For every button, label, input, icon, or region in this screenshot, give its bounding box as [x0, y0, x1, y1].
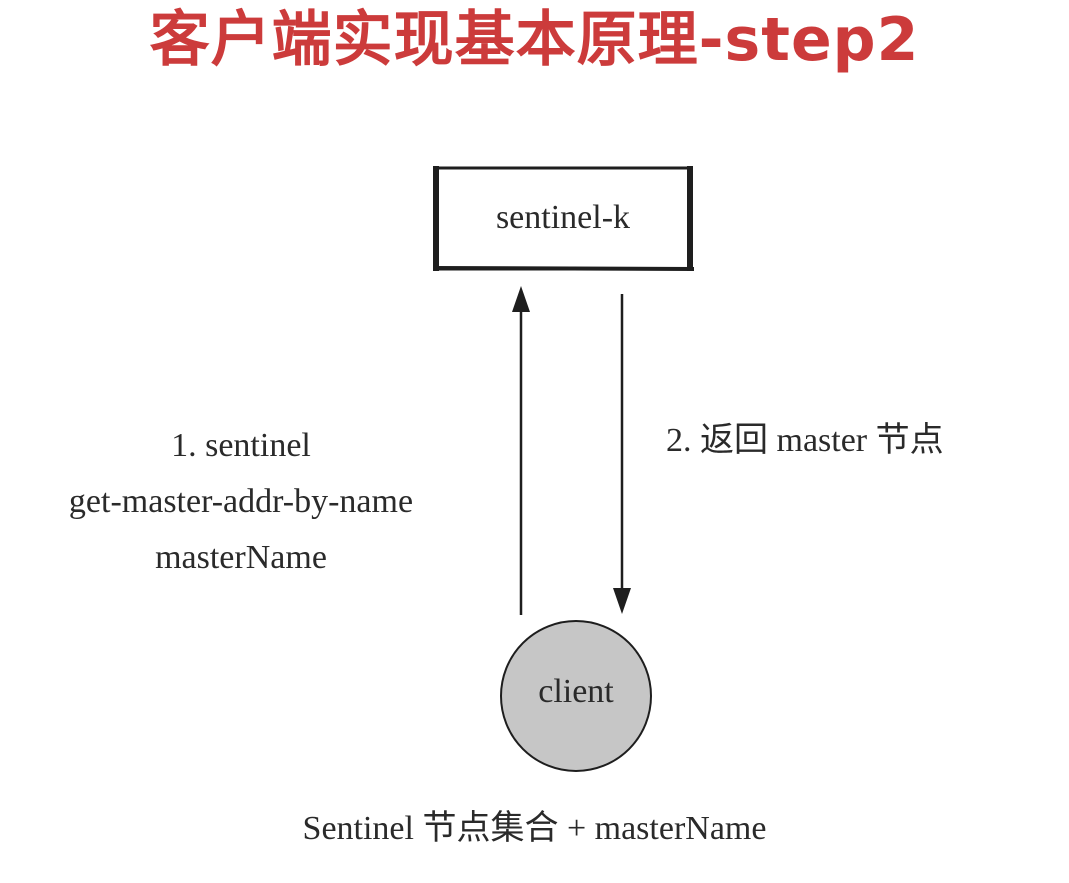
request-label-line-1: 1. sentinel [171, 427, 311, 464]
response-label: 2. 返回 master 节点 [666, 422, 944, 459]
diagram-caption: Sentinel 节点集合 + masterName [302, 810, 767, 847]
sentinel-node-box [432, 166, 695, 271]
request-label: 1. sentinel get-master-addr-by-name mast… [0, 418, 482, 586]
client-node-circle [500, 620, 652, 772]
sentinel-node-label: sentinel-k [495, 199, 631, 236]
request-arrow [512, 286, 530, 615]
request-label-line-2: get-master-addr-by-name [68, 483, 414, 520]
request-label-line-3: masterName [155, 539, 327, 576]
response-arrow [613, 294, 631, 614]
client-node-label: client [538, 673, 614, 710]
page-title: 客户端实现基本原理-step2 [149, 5, 920, 75]
